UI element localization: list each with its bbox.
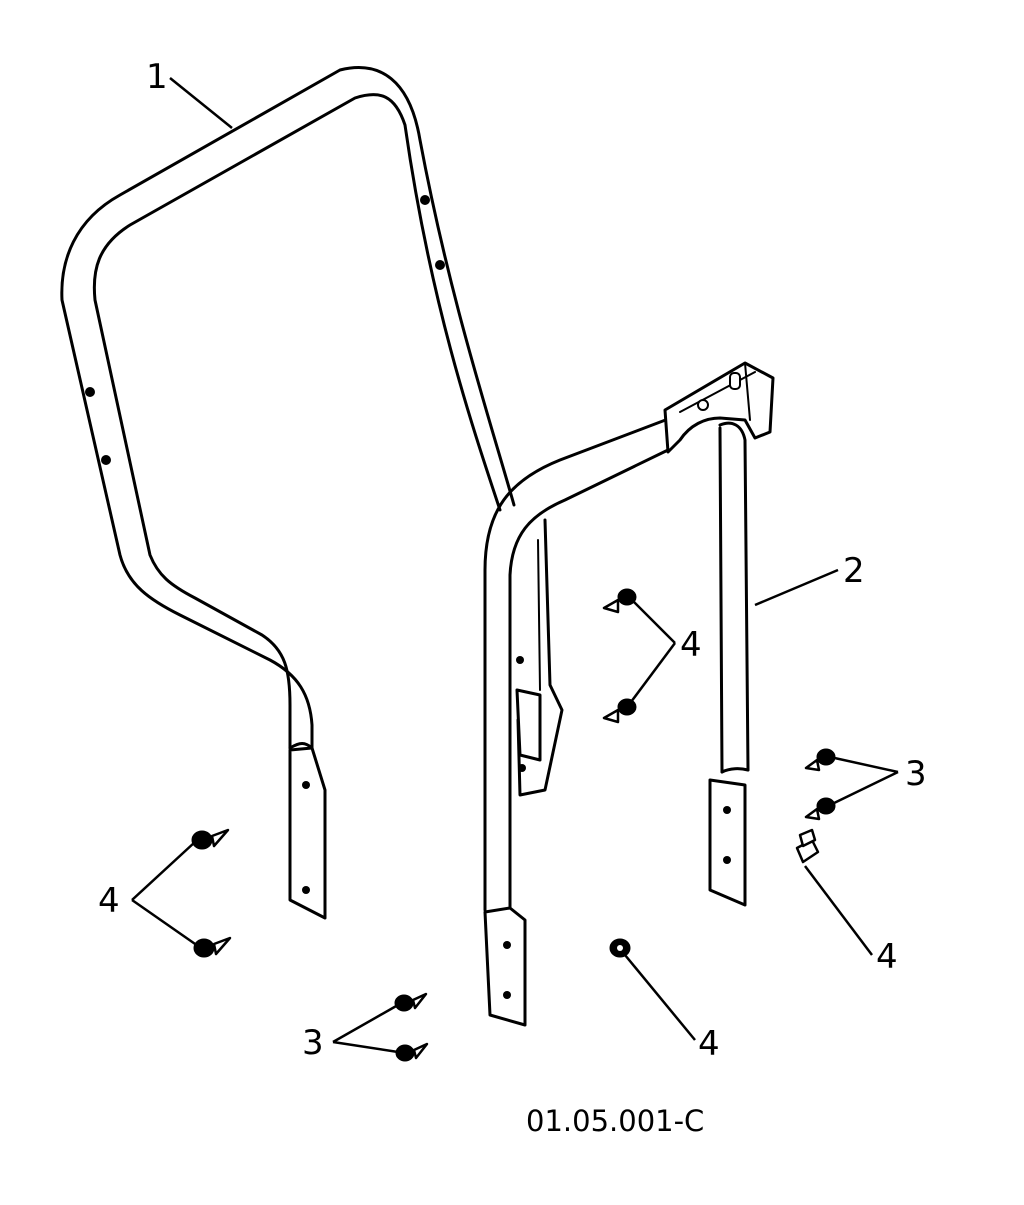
- upright-frame-part-2: [483, 361, 775, 1027]
- bolt-icon: [191, 828, 230, 850]
- foot-plate-right: [708, 778, 747, 907]
- bolt-icon: [795, 828, 820, 864]
- frame-hole: [85, 387, 95, 397]
- nut-icon: [395, 1042, 429, 1062]
- callout-1: 1: [146, 57, 168, 97]
- callout-4-bottom: 4: [698, 1024, 720, 1064]
- nut-icon: [804, 748, 836, 772]
- foot-plate-front: [483, 906, 527, 1027]
- bolt-icon: [193, 936, 232, 958]
- foot-plate-left: [288, 746, 327, 920]
- callout-4-mid: 4: [680, 625, 702, 665]
- drawing-number: 01.05.001-C: [526, 1104, 704, 1138]
- frame-hole: [420, 195, 430, 205]
- leader-lines: [131, 77, 899, 1054]
- frame-hole: [101, 455, 111, 465]
- callout-4-left: 4: [98, 881, 120, 921]
- callouts: 1 2 3 3 4 4 4 4: [98, 57, 927, 1064]
- roll-bar-frame-part-1: [60, 66, 516, 920]
- callout-3-bottom: 3: [302, 1023, 324, 1063]
- roll-bar-rear-upright: [515, 518, 564, 797]
- fasteners: [191, 588, 836, 1062]
- frame-hole: [435, 260, 445, 270]
- nut-icon: [609, 938, 631, 958]
- callout-3-right: 3: [905, 754, 927, 794]
- nut-icon: [394, 992, 428, 1012]
- callout-2: 2: [843, 551, 865, 591]
- nut-icon: [804, 797, 836, 821]
- callout-4-right: 4: [876, 937, 898, 977]
